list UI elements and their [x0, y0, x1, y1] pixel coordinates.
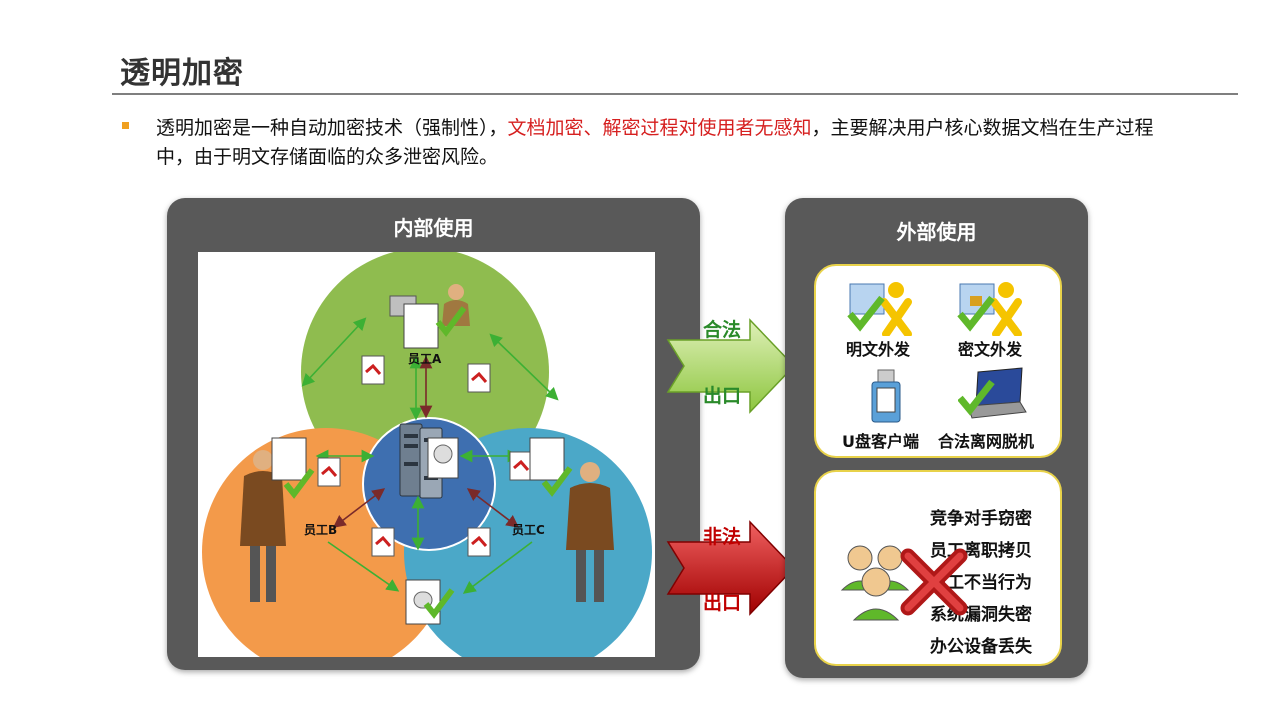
legal-label-bottom: 出口	[703, 385, 742, 407]
legal-outlets-box: 明文外发 密文外发 U盘客户端 合法离网脱机	[814, 264, 1062, 458]
document-icon-2	[467, 363, 491, 393]
employee-c-icon	[529, 437, 614, 602]
usb-client-label: U盘客户端	[842, 432, 919, 451]
employee-a-label: 员工A	[408, 352, 442, 366]
legal-label-top: 合法	[703, 319, 742, 341]
offline-laptop-icon	[958, 367, 1027, 419]
page-title: 透明加密	[120, 56, 244, 91]
locked-document-icon	[405, 579, 455, 625]
document-icon-4	[509, 451, 533, 481]
employee-a-icon	[389, 284, 470, 349]
internal-panel-title: 内部使用	[393, 216, 474, 240]
employee-c-label: 员工C	[512, 523, 545, 537]
bullet-marker	[122, 122, 129, 129]
internal-diagram-svg	[202, 252, 652, 657]
employee-b-icon	[240, 437, 315, 602]
illegal-label-top: 非法	[703, 526, 742, 548]
risk-item-5: 办公设备丢失	[930, 637, 1032, 657]
intro-highlight: 文档加密、解密过程对使用者无感知	[507, 117, 812, 139]
document-icon-5	[371, 527, 395, 557]
server-icon	[399, 423, 459, 499]
internal-diagram: 员工A 员工B 员工C	[198, 252, 655, 657]
document-icon-3	[317, 457, 341, 487]
people-group-icon	[840, 545, 910, 621]
plain-send-label: 明文外发	[846, 340, 911, 359]
risks-box: 竞争对手窃密 员工离职拷贝 员工不当行为 系统漏洞失密 办公设备丢失	[814, 470, 1062, 666]
legal-exit-arrow	[666, 318, 796, 414]
encrypted-send-icon	[957, 282, 1022, 336]
document-icon-6	[467, 527, 491, 557]
title-divider	[112, 93, 1238, 95]
employee-b-label: 员工B	[304, 523, 338, 537]
offline-laptop-label: 合法离网脱机	[938, 432, 1035, 451]
plain-send-icon	[847, 282, 912, 336]
usb-client-icon	[871, 369, 901, 423]
risk-item-1: 竞争对手窃密	[930, 509, 1032, 529]
illegal-label-bottom: 出口	[703, 592, 742, 614]
external-panel-title: 外部使用	[896, 220, 977, 244]
cross-icon	[900, 548, 968, 616]
intro-text-1: 透明加密是一种自动加密技术（强制性），	[156, 117, 508, 139]
encrypted-send-label: 密文外发	[958, 340, 1023, 359]
document-icon-1	[361, 355, 385, 385]
illegal-exit-arrow	[666, 520, 796, 616]
intro-text-2: ，主要解决用户核心数据文档在生产过程中，由于明文存储面临的众多泄密风险。	[156, 117, 1154, 168]
intro-paragraph: 透明加密是一种自动加密技术（强制性），文档加密、解密过程对使用者无感知，主要解决…	[156, 114, 1156, 172]
risk-item-3: 员工不当行为	[930, 573, 1032, 593]
